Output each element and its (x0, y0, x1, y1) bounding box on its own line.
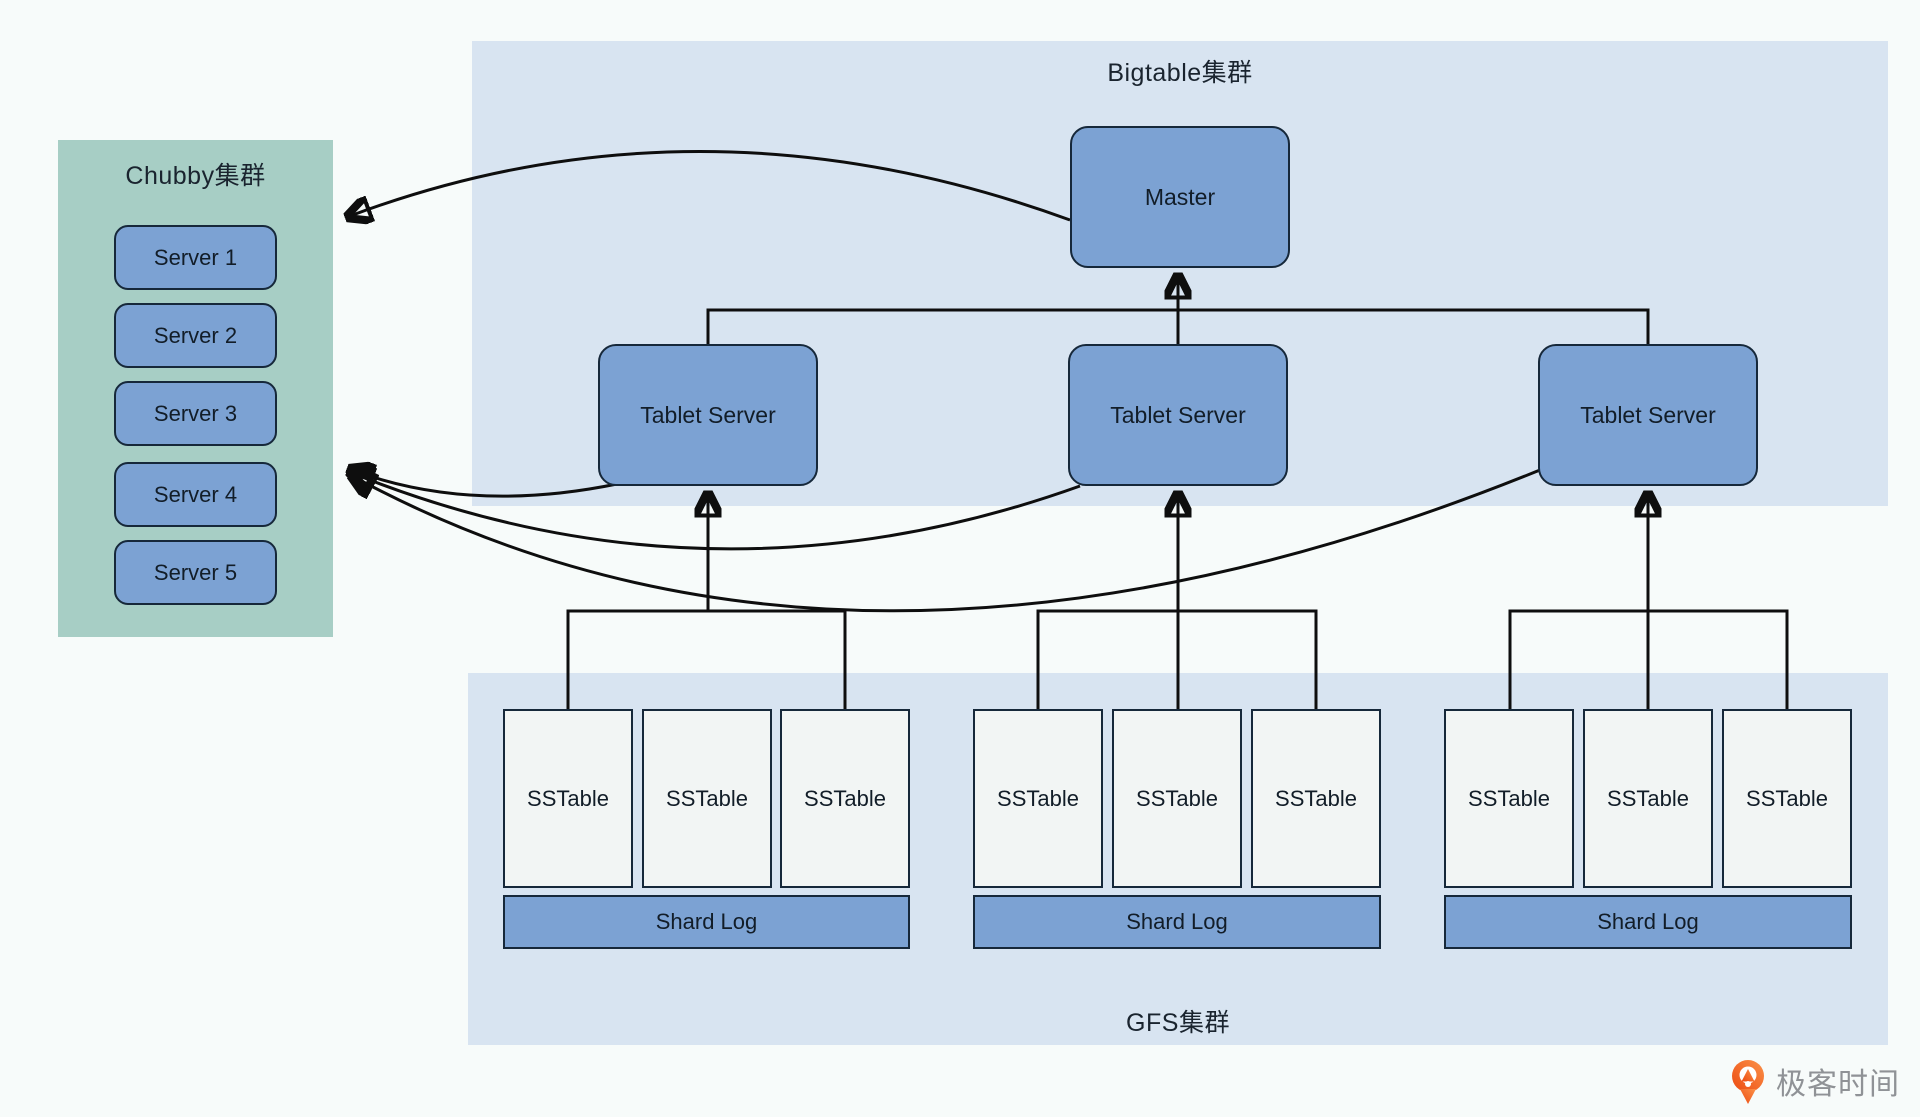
chubby-server-5: Server 5 (114, 540, 277, 605)
shard-log-right: Shard Log (1444, 895, 1852, 949)
sstable-middle-3: SSTable (1251, 709, 1381, 888)
chubby-server-4: Server 4 (114, 462, 277, 527)
geektime-logo-icon (1732, 1060, 1764, 1104)
sstable-left-2: SSTable (642, 709, 772, 888)
shard-log-left: Shard Log (503, 895, 910, 949)
chubby-server-1: Server 1 (114, 225, 277, 290)
sstable-left-1: SSTable (503, 709, 633, 888)
geektime-brand: 极客时间 (1728, 1056, 1908, 1106)
gfs-cluster-title: GFS集群 (1126, 1009, 1230, 1037)
tablet-server-2: Tablet Server (1068, 344, 1288, 486)
sstable-right-2: SSTable (1583, 709, 1713, 888)
bigtable-cluster-title: Bigtable集群 (1107, 59, 1253, 87)
master-node: Master (1070, 126, 1290, 268)
shard-log-middle: Shard Log (973, 895, 1381, 949)
tablet-server-3: Tablet Server (1538, 344, 1758, 486)
chubby-server-3: Server 3 (114, 381, 277, 446)
sstable-right-3: SSTable (1722, 709, 1852, 888)
sstable-right-1: SSTable (1444, 709, 1574, 888)
chubby-server-2: Server 2 (114, 303, 277, 368)
sstable-left-3: SSTable (780, 709, 910, 888)
sstable-middle-2: SSTable (1112, 709, 1242, 888)
chubby-cluster-title: Chubby集群 (125, 162, 266, 190)
geektime-logo-text: 极客时间 (1776, 1068, 1900, 1101)
tablet-server-1: Tablet Server (598, 344, 818, 486)
sstable-middle-1: SSTable (973, 709, 1103, 888)
